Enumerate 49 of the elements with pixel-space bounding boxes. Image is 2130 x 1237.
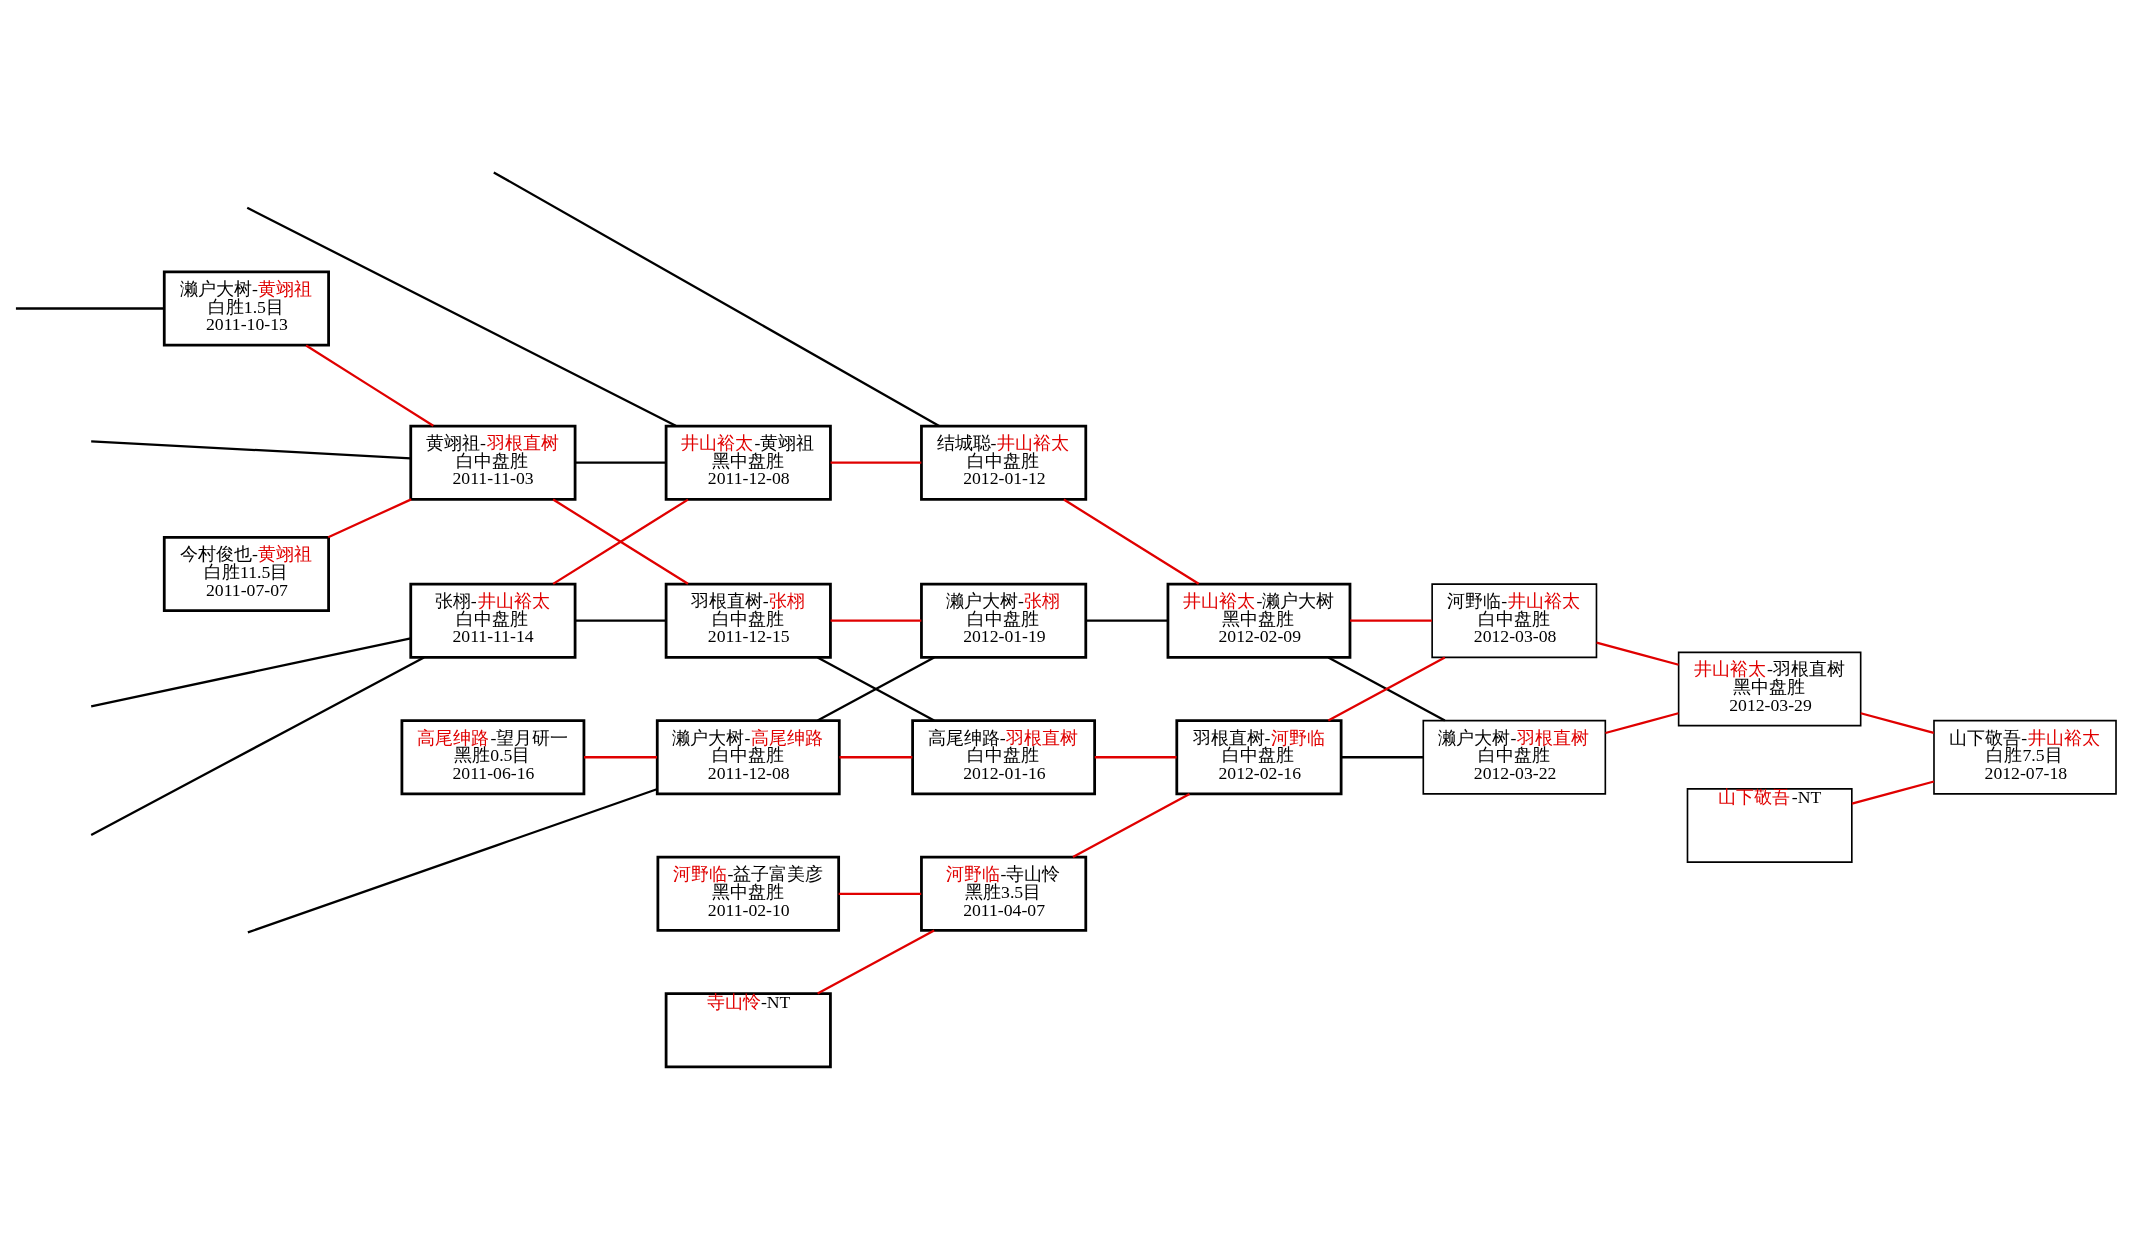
connector xyxy=(817,929,935,995)
node-box: 山下敬吾-NT xyxy=(1686,787,1853,863)
connector xyxy=(830,461,922,464)
connector xyxy=(830,619,922,622)
node-box: 张栩-井山裕太 白中盘胜 2011-11-14 xyxy=(409,582,577,659)
node-box: 河野临-井山裕太 白中盘胜 2012-03-08 xyxy=(1431,582,1598,658)
node-box: 结城聪-井山裕太 白中盘胜 2012-01-12 xyxy=(920,424,1088,501)
node-box: 井山裕太-黄翊祖 黑中盘胜 2011-12-08 xyxy=(664,424,832,501)
node-box: 濑户大树-羽根直树 白中盘胜 2012-03-22 xyxy=(1422,719,1607,795)
connector xyxy=(1063,498,1200,585)
node-box: 濑户大树-黄翊祖 白胜1.5目 2011-10-13 xyxy=(162,269,330,347)
connector xyxy=(1605,711,1679,734)
connector xyxy=(1350,619,1432,622)
connector xyxy=(1072,792,1191,858)
node-box: 河野临-益子富美彦 黑中盘胜 2011-02-10 xyxy=(656,855,841,932)
connector xyxy=(838,892,922,895)
connector xyxy=(91,439,411,459)
connector xyxy=(327,497,412,538)
connector xyxy=(1085,619,1168,622)
connector xyxy=(1860,711,1935,734)
connector xyxy=(246,206,677,427)
connector xyxy=(305,343,434,427)
node-box: 河野临-寺山怜 黑胜3.5目 2011-04-07 xyxy=(920,855,1088,932)
node-box: 井山裕太-羽根直树 黑中盘胜 2012-03-29 xyxy=(1677,651,1862,726)
connector xyxy=(1596,641,1679,666)
node-box: 今村俊也-黄翊祖 白胜11.5目 2011-07-07 xyxy=(162,535,330,612)
node-box: 黄翊祖-羽根直树 白中盘胜 2011-11-03 xyxy=(409,424,577,501)
connector xyxy=(584,755,658,758)
connector xyxy=(15,306,164,310)
connector xyxy=(1851,779,1935,805)
connector xyxy=(575,619,666,622)
connector xyxy=(90,636,411,708)
node-box: 羽根直树-河野临 白中盘胜 2012-02-16 xyxy=(1175,718,1343,795)
node-box: 山下敬吾-井山裕太 白胜7.5目 2012-07-18 xyxy=(1933,719,2117,795)
connector xyxy=(247,787,658,933)
connector xyxy=(1094,755,1177,758)
connector xyxy=(90,656,425,836)
node-box: 高尾绅路-望月研一 黑胜0.5目 2011-06-16 xyxy=(400,718,586,795)
node-box: 寺山怜-NT xyxy=(664,991,832,1068)
node-box: 井山裕太-濑户大树 黑中盘胜 2012-02-09 xyxy=(1166,582,1352,659)
connector xyxy=(575,461,666,464)
connector xyxy=(552,498,689,585)
connector xyxy=(839,755,913,758)
connector xyxy=(493,170,940,427)
node-box: 高尾绅路-羽根直树 白中盘胜 2012-01-16 xyxy=(911,718,1097,795)
node-box: 羽根直树-张栩 白中盘胜 2011-12-15 xyxy=(664,582,832,659)
connector xyxy=(1341,755,1424,758)
node-box: 濑户大树-张栩 白中盘胜 2012-01-19 xyxy=(920,582,1088,659)
node-box: 濑户大树-高尾绅路 白中盘胜 2011-12-08 xyxy=(655,718,841,795)
